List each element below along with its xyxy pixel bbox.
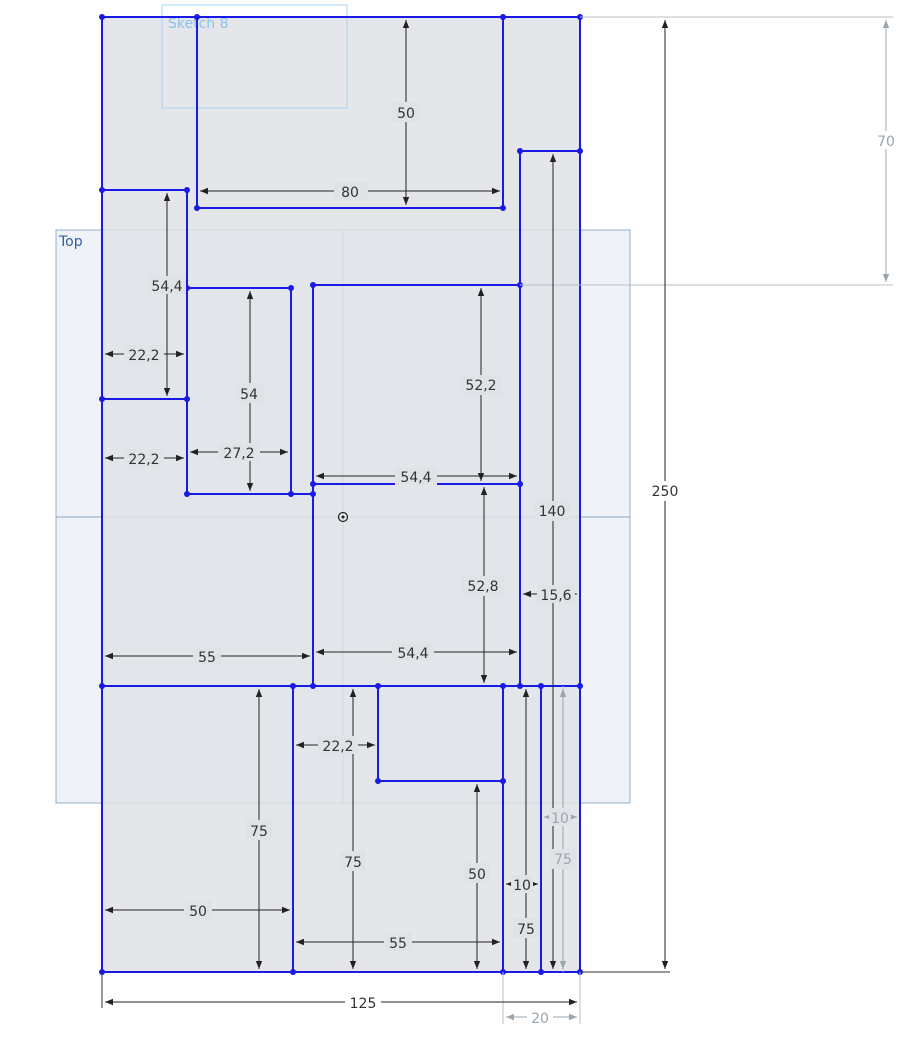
sketch-8-label[interactable]: Sketch 8: [168, 16, 229, 32]
dim-22-2-a: 22,2: [128, 348, 159, 364]
dim-10-reference: 10: [551, 811, 569, 827]
dim-80: 80: [341, 185, 359, 201]
part-face[interactable]: [102, 17, 580, 972]
dim-10: 10: [513, 878, 531, 894]
dim-54: 54: [240, 387, 258, 403]
reference-dimension-lines[interactable]: [506, 20, 890, 1021]
origin-point[interactable]: [337, 511, 349, 523]
sketch-lines[interactable]: [101, 16, 581, 973]
dim-125: 125: [350, 996, 377, 1012]
dim-54-4-horizontal-2: 54,4: [397, 646, 428, 662]
dim-55-b: 55: [389, 936, 407, 952]
dim-250: 250: [652, 484, 679, 500]
dim-22-2-b: 22,2: [128, 452, 159, 468]
dim-54-4-horizontal-1: 54,4: [400, 470, 431, 486]
dim-50-middle: 50: [468, 867, 486, 883]
dimension-labels[interactable]: 50 80 54,4 22,2 54 52,2 22,2 27,2 54,4 1…: [124, 102, 902, 1027]
top-plane-label[interactable]: Top: [58, 234, 83, 250]
dim-52-2: 52,2: [465, 378, 496, 394]
dim-27-2: 27,2: [223, 446, 254, 462]
dim-22-2-c: 22,2: [322, 739, 353, 755]
dim-52-8: 52,8: [467, 579, 498, 595]
dim-15-6: 15,6: [540, 588, 571, 604]
dim-75-a: 75: [250, 824, 268, 840]
dim-75-c: 75: [517, 922, 535, 938]
dim-50-bottom: 50: [189, 904, 207, 920]
sketch-points[interactable]: [99, 14, 583, 975]
dim-20-reference: 20: [531, 1011, 549, 1027]
sketch-8-plane[interactable]: [161, 4, 348, 109]
dim-140: 140: [539, 504, 566, 520]
dim-75-b: 75: [344, 855, 362, 871]
dim-70-reference: 70: [877, 134, 895, 150]
dim-55-a: 55: [198, 650, 216, 666]
dim-54-4-vertical: 54,4: [151, 279, 182, 295]
dim-50-top: 50: [397, 106, 415, 122]
dim-75-reference: 75: [554, 852, 572, 868]
